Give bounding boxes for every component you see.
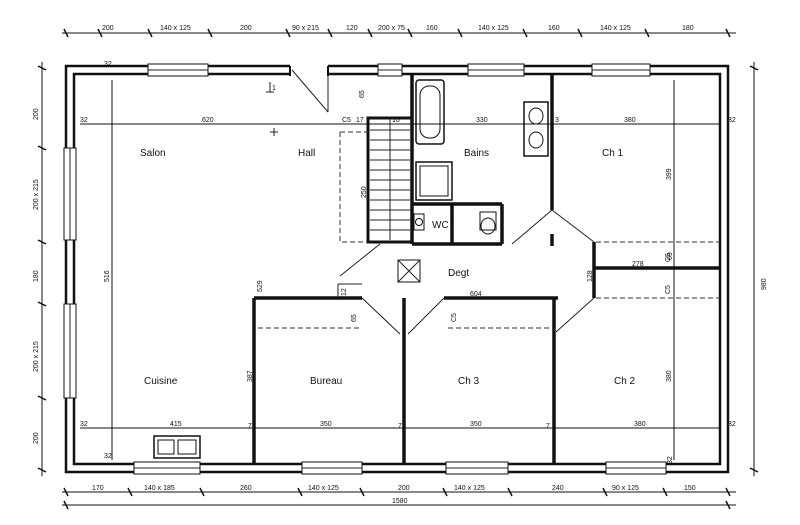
dim-399: 399: [666, 168, 673, 180]
interior-walls: [80, 74, 720, 464]
top-dimension-chain: 200 140 x 125 200 90 x 215 120 200 x 75 …: [62, 25, 736, 38]
dim-top-10: 140 x 125: [600, 25, 631, 32]
dim-bottom-5: 200: [398, 485, 410, 492]
dim-bottom-8: 90 x 125: [612, 485, 639, 492]
dim-32-f: 32: [104, 453, 112, 460]
right-dimension-chain: 980: [749, 62, 768, 476]
kitchen-sink-icon: [153, 435, 201, 459]
shower-icon: [415, 161, 453, 201]
dim-7-a: 7: [248, 423, 252, 430]
room-label-cuisine: Cuisine: [144, 376, 178, 387]
dim-top-2: 140 x 125: [160, 25, 191, 32]
dim-69: 69: [667, 252, 674, 260]
dim-top-5: 120: [346, 25, 358, 32]
dim-12: 12: [341, 288, 348, 296]
room-label-wc: WC: [432, 220, 449, 231]
dim-c5-d: C5: [451, 313, 458, 322]
fixtures: [153, 79, 549, 459]
dim-bottom-1: 170: [92, 485, 104, 492]
dim-left-1: 200: [33, 108, 40, 120]
room-label-ch1: Ch 1: [602, 148, 624, 159]
dim-c5-b: C5: [665, 253, 672, 262]
dim-380-bottom: 380: [634, 421, 646, 428]
dim-7-b: 7: [398, 423, 402, 430]
dim-32-a: 32: [80, 117, 88, 124]
dim-right-total: 980: [761, 278, 768, 290]
dim-380-top: 380: [624, 117, 636, 124]
dim-top-3: 200: [240, 25, 252, 32]
dim-128: 128: [587, 270, 594, 282]
dim-10: 10: [392, 117, 400, 124]
room-labels: Salon Hall Bains Ch 1 WC Degt Cuisine Bu…: [140, 148, 636, 387]
dim-bottom-2: 140 x 185: [144, 485, 175, 492]
room-label-ch2: Ch 2: [614, 376, 636, 387]
room-label-degt: Degt: [448, 268, 469, 279]
dim-bottom-4: 140 x 125: [308, 485, 339, 492]
dim-32-g: 32: [667, 456, 674, 464]
dim-bottom-total: 1580: [392, 498, 408, 505]
dim-left-2: 200 x 215: [33, 179, 40, 210]
room-label-bains: Bains: [464, 148, 489, 159]
dim-left-3: 180: [33, 270, 40, 282]
dim-17: 17: [356, 117, 364, 124]
room-label-bureau: Bureau: [310, 376, 342, 387]
room-label-salon: Salon: [140, 148, 166, 159]
dim-top-8: 140 x 125: [478, 25, 509, 32]
wc-sink-icon: [413, 213, 425, 231]
bathtub-icon: [415, 79, 445, 145]
dim-top-4: 90 x 215: [292, 25, 319, 32]
double-sink-icon: [523, 101, 549, 157]
dim-516: 516: [104, 270, 111, 282]
dim-350-bureau: 350: [320, 421, 332, 428]
dim-bottom-7: 240: [552, 485, 564, 492]
dim-32-b: 32: [80, 421, 88, 428]
dim-65: 65: [351, 314, 358, 322]
exterior-walls: [63, 63, 730, 475]
dim-left-5: 200: [33, 432, 40, 444]
room-label-ch3: Ch 3: [458, 376, 480, 387]
dim-278: 278: [632, 261, 644, 268]
dim-c5-c: C5: [665, 285, 672, 294]
dim-415: 415: [170, 421, 182, 428]
dim-top-7: 160: [426, 25, 438, 32]
dim-529: 529: [257, 280, 264, 292]
toilet-icon: [479, 211, 497, 235]
dim-380-side: 380: [666, 370, 673, 382]
dim-top-6: 200 x 75: [378, 25, 405, 32]
dim-387: 387: [247, 370, 254, 382]
dim-left-4: 200 x 215: [33, 341, 40, 372]
dim-1: 1: [272, 85, 276, 92]
dim-bottom-3: 260: [240, 485, 252, 492]
dim-32-e: 32: [104, 61, 112, 68]
dim-350-ch3: 350: [470, 421, 482, 428]
interior-dimensions: 620 330 380 415 350 350 380 516 399 387 …: [80, 61, 736, 464]
dim-604: 604: [470, 291, 482, 298]
dim-top-11: 180: [682, 25, 694, 32]
dim-32-d: 32: [728, 421, 736, 428]
dim-c5-a: C5: [342, 117, 351, 124]
dim-bottom-6: 140 x 125: [454, 485, 485, 492]
room-label-hall: Hall: [298, 148, 315, 159]
dim-620: 620: [202, 117, 214, 124]
left-dimension-chain: 200 200 x 215 180 200 x 215 200: [33, 62, 47, 476]
dim-top-1: 200: [102, 25, 114, 32]
dim-250: 250: [361, 186, 368, 198]
dim-top-9: 160: [548, 25, 560, 32]
dim-7-c: 7: [546, 423, 550, 430]
dim-65-b: 65: [359, 90, 366, 98]
dim-330: 330: [476, 117, 488, 124]
dim-bottom-9: 150: [684, 485, 696, 492]
dim-32-c: 32: [728, 117, 736, 124]
dim-3: 3: [555, 117, 559, 124]
bottom-dimension-chain: 170 140 x 185 260 140 x 125 200 140 x 12…: [62, 485, 736, 510]
